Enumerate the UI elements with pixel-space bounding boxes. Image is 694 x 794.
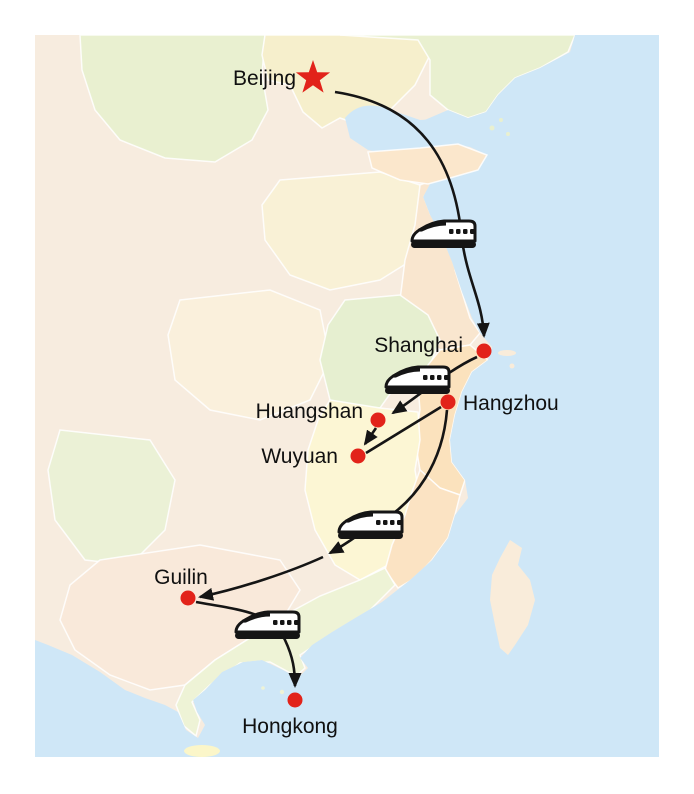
label-huangshan: Huangshan: [256, 400, 363, 423]
label-hangzhou: Hangzhou: [463, 392, 559, 415]
label-shanghai: Shanghai: [374, 334, 463, 357]
hongkong-dot-marker: [287, 692, 303, 708]
wuyuan-dot-marker: [350, 448, 366, 464]
tour-map: Beijing Shanghai Hangzhou Huangshan Wuyu…: [35, 35, 659, 757]
guilin-dot-marker: [180, 590, 196, 606]
bohai-bay: [345, 105, 470, 155]
label-guilin: Guilin: [154, 566, 208, 589]
huangshan-dot-marker: [370, 412, 386, 428]
map-canvas: Beijing Shanghai Hangzhou Huangshan Wuyu…: [35, 35, 659, 757]
route-hangzhou-guilin-2: [198, 555, 324, 601]
label-wuyuan: Wuyuan: [261, 445, 338, 468]
route-hangzhou-wuyuan: [365, 405, 442, 455]
islands: [184, 118, 535, 757]
route-huangshan-wuyuan: [363, 427, 378, 446]
shandong-peninsula: [367, 143, 489, 185]
city-labels: Beijing Shanghai Hangzhou Huangshan Wuyu…: [154, 67, 559, 738]
shanghai-dot-marker: [476, 343, 492, 359]
hangzhou-dot-marker: [440, 394, 456, 410]
beijing-star-marker: [295, 60, 331, 93]
route-beijing-shanghai: [334, 90, 490, 338]
label-hongkong: Hongkong: [242, 715, 338, 738]
label-beijing: Beijing: [233, 67, 296, 90]
city-markers: [180, 60, 492, 708]
taiwan-island: [490, 540, 535, 655]
hainan-island: [184, 745, 220, 757]
province-patches: [47, 35, 575, 738]
